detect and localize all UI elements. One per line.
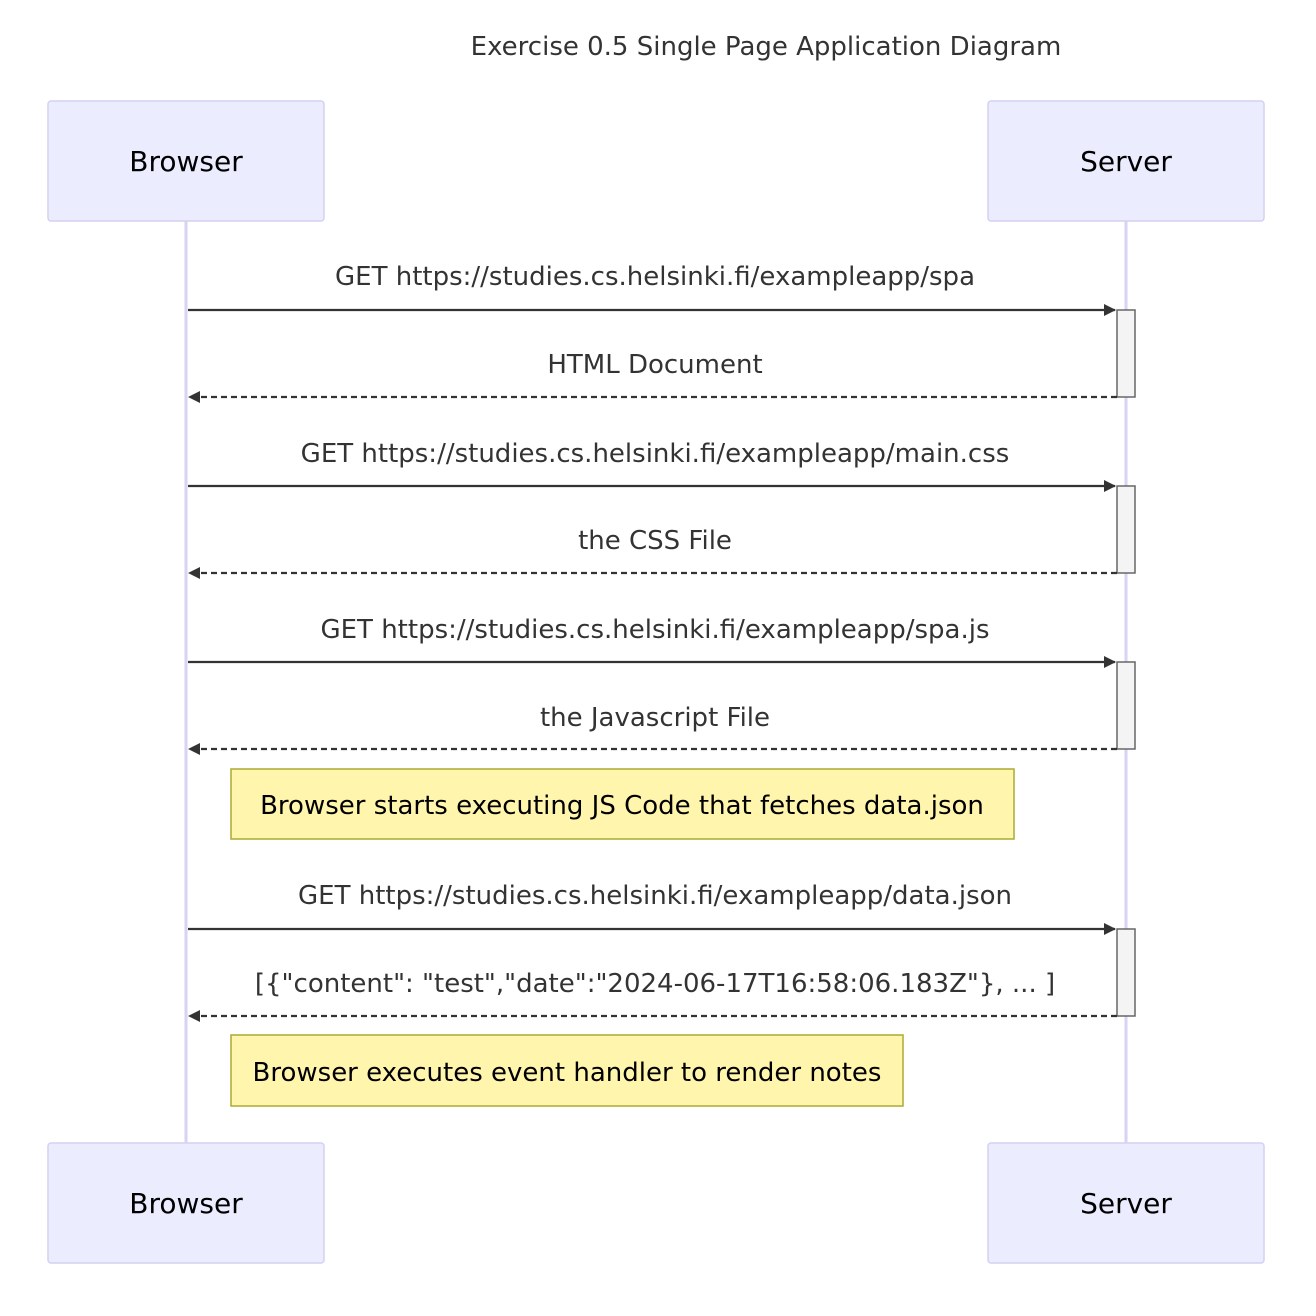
activation-server-1 bbox=[1116, 309, 1136, 398]
activation-server-3 bbox=[1116, 661, 1136, 750]
message-label-5: GET https://studies.cs.helsinki.fi/examp… bbox=[320, 615, 989, 645]
actor-server-top: Server bbox=[987, 100, 1265, 222]
actor-browser-top-label: Browser bbox=[129, 145, 243, 178]
activation-server-2 bbox=[1116, 485, 1136, 574]
message-label-7: GET https://studies.cs.helsinki.fi/examp… bbox=[298, 881, 1012, 911]
note-2-text: Browser executes event handler to render… bbox=[253, 1058, 882, 1088]
message-label-3: GET https://studies.cs.helsinki.fi/examp… bbox=[301, 439, 1010, 469]
note-1-text: Browser starts executing JS Code that fe… bbox=[260, 791, 984, 821]
actor-browser-bottom: Browser bbox=[47, 1142, 325, 1264]
note-1: Browser starts executing JS Code that fe… bbox=[230, 768, 1015, 840]
note-2: Browser executes event handler to render… bbox=[230, 1034, 904, 1107]
message-label-8: [{"content": "test","date":"2024-06-17T1… bbox=[255, 969, 1055, 999]
actor-browser-top: Browser bbox=[47, 100, 325, 222]
message-label-4: the CSS File bbox=[578, 526, 732, 556]
activation-server-4 bbox=[1116, 928, 1136, 1017]
message-label-6: the Javascript File bbox=[540, 703, 770, 733]
actor-browser-bottom-label: Browser bbox=[129, 1187, 243, 1220]
actor-server-top-label: Server bbox=[1080, 145, 1172, 178]
message-label-1: GET https://studies.cs.helsinki.fi/examp… bbox=[335, 262, 975, 292]
message-label-2: HTML Document bbox=[547, 350, 762, 380]
actor-server-bottom: Server bbox=[987, 1142, 1265, 1264]
actor-server-bottom-label: Server bbox=[1080, 1187, 1172, 1220]
diagram-title: Exercise 0.5 Single Page Application Dia… bbox=[471, 32, 1062, 62]
